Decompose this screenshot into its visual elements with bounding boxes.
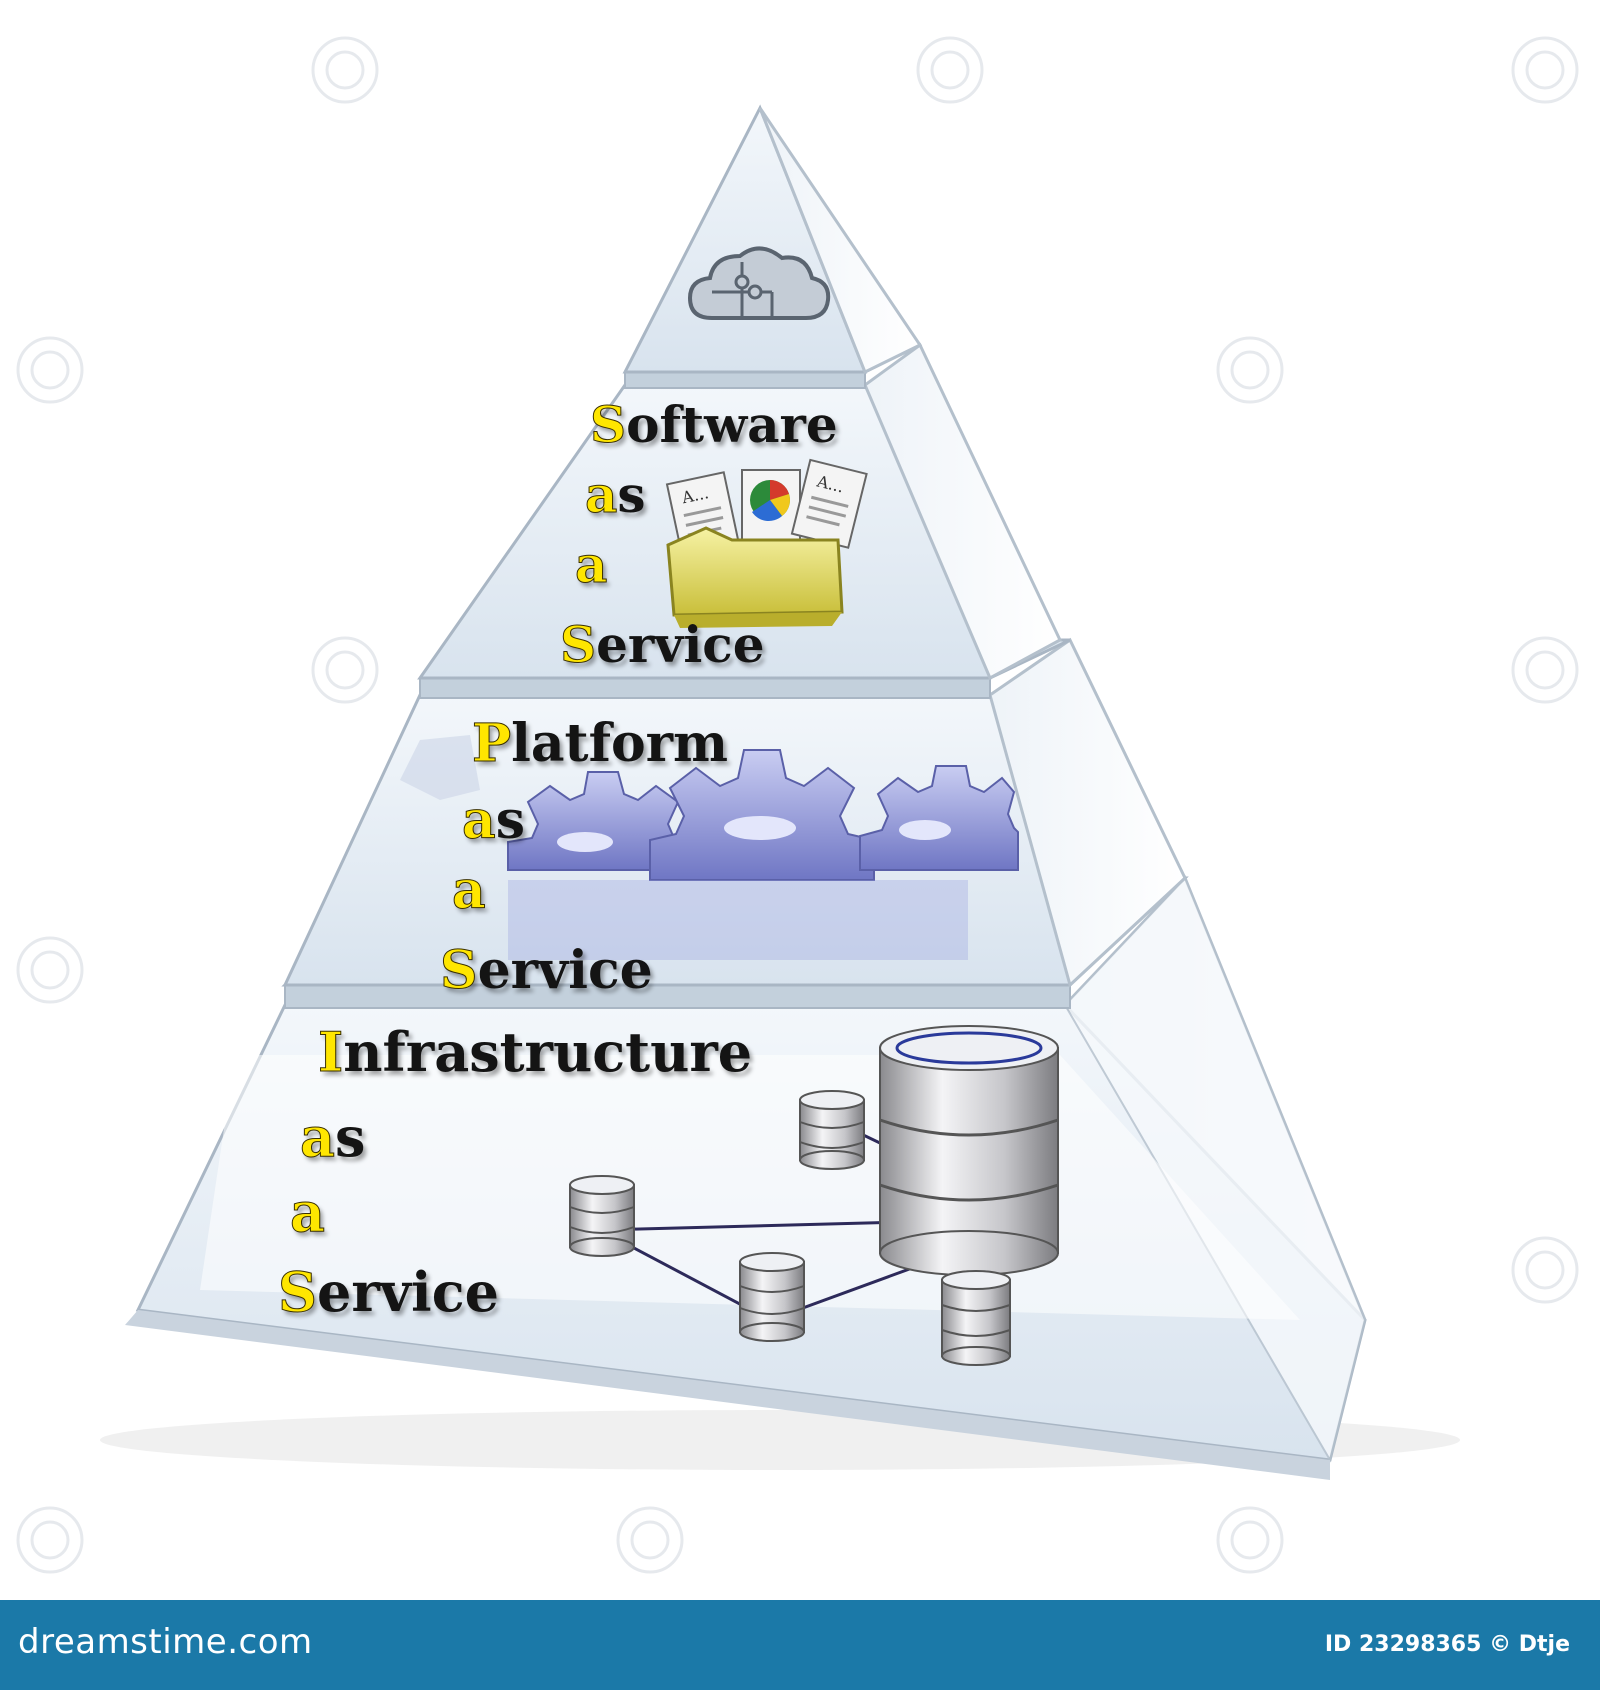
gears-icon [507, 749, 1019, 960]
layer-iaas-line-2: a [290, 1185, 326, 1240]
footer-stock-id: ID 23298365 © Dtje [1324, 1632, 1570, 1657]
layer-paas-word: latform [511, 713, 729, 774]
layer-iaas-word: s [335, 1105, 366, 1169]
layer-paas-line-1: as [462, 794, 525, 847]
pyramid-apex [622, 104, 923, 375]
database-small-1 [799, 1090, 865, 1170]
layer-saas-initial: a [584, 465, 618, 524]
database-small-3 [739, 1252, 805, 1342]
folder-documents-icon: A... A... [665, 458, 868, 628]
layer-saas-line-0: Software [589, 399, 837, 450]
layer-iaas-initial: S [278, 1260, 318, 1324]
layer-saas-line-3: Service [559, 619, 764, 670]
layer-iaas-line-3: Service [278, 1265, 499, 1320]
layer-saas-line-1: as [584, 469, 645, 520]
layer-paas-line-3: Service [440, 944, 653, 997]
layer-paas-initial: P [471, 713, 512, 774]
layer-paas-line-2: a [452, 864, 487, 917]
stock-footer-bar: dreamstime.com ID 23298365 © Dtje [0, 1600, 1600, 1690]
layer-paas-word: ervice [477, 940, 653, 1001]
database-small-2 [569, 1175, 635, 1257]
layer-iaas-initial: a [290, 1180, 326, 1244]
layer-paas-line-0: Platform [471, 717, 728, 770]
database-small-4 [941, 1270, 1011, 1366]
layer-saas-word: s [617, 465, 646, 524]
layer-paas-initial: a [452, 860, 487, 921]
layer-paas-word: s [495, 790, 525, 851]
layer-saas-line-2: a [574, 539, 607, 590]
layer-saas-initial: a [574, 535, 608, 594]
layer-saas-initial: S [559, 615, 597, 674]
layer-paas-initial: S [440, 940, 479, 1001]
layer-iaas-line-1: as [300, 1110, 366, 1165]
footer-logo[interactable]: dreamstime.com [18, 1622, 313, 1662]
database-large [879, 1025, 1059, 1276]
database-network-icon [569, 1025, 1059, 1366]
layer-iaas-initial: I [317, 1020, 344, 1084]
layer-saas-word: oftware [626, 395, 838, 454]
watermark-pattern [16, 36, 1579, 1574]
layer-iaas-line-0: Infrastructure [317, 1025, 752, 1080]
layer-paas-initial: a [462, 790, 497, 851]
layer-saas-initial: S [589, 395, 627, 454]
layer-iaas-initial: a [300, 1105, 336, 1169]
layer-saas-word: ervice [596, 615, 765, 674]
layer-iaas-word: ervice [317, 1260, 499, 1324]
layer-iaas-word: nfrastructure [343, 1020, 753, 1084]
cloud-puzzle-icon [687, 246, 831, 320]
